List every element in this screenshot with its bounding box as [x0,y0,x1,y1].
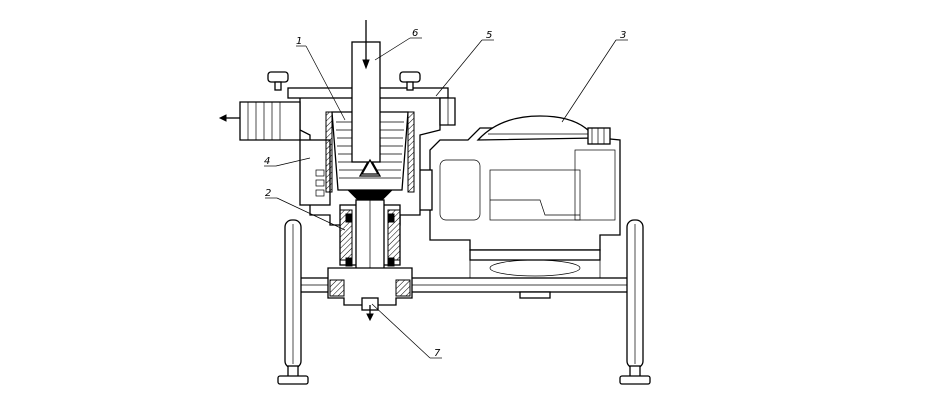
callout-4: 4 [264,156,270,167]
callout-5: 5 [486,30,492,41]
callout-labels: 1 2 3 4 5 6 7 [264,28,626,359]
callout-1: 1 [296,36,302,47]
engine [417,115,621,278]
callout-6: 6 [412,28,418,39]
leader-lines [264,37,628,359]
shaft-assembly [327,158,413,322]
inlet-pipe [351,20,381,163]
callout-2: 2 [265,188,271,199]
callout-3: 3 [620,30,626,41]
pump-housing [218,71,456,226]
callout-7: 7 [434,348,441,359]
